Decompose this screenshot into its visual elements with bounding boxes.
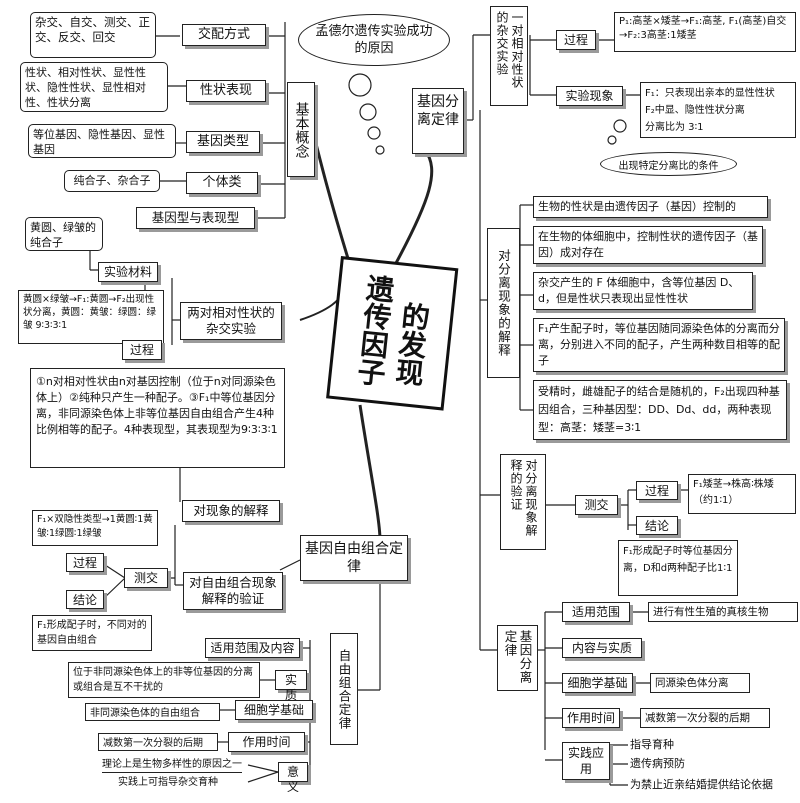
sep-app-label: 实践应用 bbox=[562, 742, 610, 780]
free-explain-text: ①n对相对性状由n对基因控制（位于n对同源染色体上）②纯种只产生一种配子。③F₁… bbox=[30, 368, 285, 468]
sep-scope-label: 适用范围 bbox=[562, 602, 630, 622]
free-time-label: 作用时间 bbox=[228, 732, 305, 752]
cond-cloud: 出现特定分离比的条件 bbox=[600, 152, 737, 176]
mono-process-text: P₁:高茎×矮茎→F₁:高茎, F₁(高茎)自交→F₂:3高茎:1矮茎 bbox=[614, 12, 796, 52]
sep-verify-conclusion-label: 结论 bbox=[636, 516, 678, 535]
sep-verify-conclusion-text: F₁形成配子时等位基因分离，D和d两种配子比1∶1 bbox=[618, 540, 738, 596]
sep-explain-node: 对分离现象的解释 bbox=[487, 228, 520, 378]
free-verify-process-label: 过程 bbox=[66, 553, 104, 572]
dihybrid-process-text: 黄圆×绿皱→F₁:黄圆→F₂出现性状分离，黄圆：黄皱：绿圆：绿皱 9∶3∶3∶1 bbox=[18, 290, 164, 344]
mono-cross-node: 一对相对性状的杂交实验 bbox=[490, 6, 528, 106]
dihybrid-process-label: 过程 bbox=[122, 340, 162, 360]
sep-cyto-label: 细胞学基础 bbox=[562, 673, 633, 693]
sep-verify-node: 对分离现象解释的验证 bbox=[500, 454, 546, 550]
sep-app-3: 为禁止近亲结婚提供结论依据 bbox=[630, 778, 773, 791]
free-testcross: 测交 bbox=[124, 568, 168, 588]
center-title-right: 的发现 bbox=[390, 300, 433, 388]
free-time-text: 减数第一次分裂的后期 bbox=[98, 733, 218, 751]
material-label: 实验材料 bbox=[98, 262, 158, 282]
branch-sep bbox=[393, 149, 434, 266]
geno-label: 基因型与表现型 bbox=[136, 207, 255, 229]
free-scope-label: 适用范围及内容 bbox=[205, 638, 300, 658]
branch-free bbox=[358, 404, 382, 541]
individual-label: 个体类 bbox=[186, 172, 258, 194]
sep-law-node: 基因分离定律 bbox=[412, 88, 464, 154]
free-law-node-2: 自由组合定律 bbox=[330, 633, 358, 745]
sep-time-text: 减数第一次分裂的后期 bbox=[640, 708, 770, 728]
traits-label: 性状表现 bbox=[186, 80, 266, 102]
sep-explain-2: 在生物的体细胞中，控制性状的遗传因子（基因）成对存在 bbox=[533, 226, 763, 264]
sep-app-2: 遗传病预防 bbox=[630, 757, 685, 770]
cloud-reason: 孟德尔遗传实验成功的原因 bbox=[298, 14, 450, 66]
mono-process-label: 过程 bbox=[556, 30, 596, 50]
basic-title: 基本概念 bbox=[293, 101, 310, 158]
sep-scope-text: 进行有性生殖的真核生物 bbox=[648, 602, 798, 622]
sep-time-label: 作用时间 bbox=[562, 708, 620, 728]
mono-phen-label: 实验现象 bbox=[556, 86, 623, 106]
sep-verify-process-label: 过程 bbox=[636, 481, 678, 500]
sep-explain-1: 生物的性状是由遗传因子（基因）控制的 bbox=[533, 196, 768, 218]
sep-verify-process-text: F₁矮茎→株高∶株矮（约1∶1） bbox=[688, 474, 796, 514]
sep-law-node-2: 基因分离定律 bbox=[497, 625, 538, 691]
sep-explain-4: F₁产生配子时，等位基因随同源染色体的分离而分离，分别进入不同的配子，产生两种数… bbox=[533, 318, 785, 372]
genes-label: 基因类型 bbox=[186, 131, 260, 153]
traits-items: 性状、相对性状、显性性状、隐性性状、显性相对性、性状分离 bbox=[20, 62, 168, 112]
free-verify-conclusion-text: F₁形成配子时，不同对的基因自由组合 bbox=[32, 615, 152, 651]
free-essence-text: 位于非同源染色体上的非等位基因的分离或组合是互不干扰的 bbox=[68, 662, 260, 698]
mating-items: 杂交、自交、测交、正交、反交、回交 bbox=[30, 12, 156, 58]
free-meaning-2: 实践上可指导杂交育种 bbox=[118, 777, 218, 788]
free-verify-process-text: F₁×双隐性类型→1黄圆∶1黄皱∶1绿圆∶1绿皱 bbox=[32, 510, 158, 546]
free-essence-label: 实质 bbox=[275, 670, 307, 702]
free-verify-conclusion-label: 结论 bbox=[66, 590, 104, 609]
free-cyto-label: 细胞学基础 bbox=[235, 700, 313, 720]
free-meaning-label: 意义 bbox=[278, 762, 308, 794]
sep-law-title: 基因分离定律 bbox=[417, 94, 459, 128]
dihybrid-label: 两对相对性状的杂交实验 bbox=[180, 302, 282, 340]
sep-explain-5: 受精时，雌雄配子的结合是随机的，F₂出现四种基因组合，三种基因型：DD、Dd、d… bbox=[533, 380, 787, 440]
free-verify-label: 对自由组合现象解释的验证 bbox=[183, 572, 283, 610]
material-text: 黄圆、绿皱的纯合子 bbox=[25, 217, 103, 251]
free-law-title: 基因自由组合定律 bbox=[305, 541, 403, 575]
free-cyto-text: 非同源染色体的自由组合 bbox=[85, 703, 220, 721]
branch-basic bbox=[308, 119, 352, 266]
individual-items: 纯合子、杂合子 bbox=[64, 170, 160, 192]
sep-app-1: 指导育种 bbox=[630, 738, 674, 751]
sep-cyto-text: 同源染色体分离 bbox=[650, 673, 750, 693]
center-title-box: 遗传因子 的发现 bbox=[331, 261, 454, 404]
sep-content-label: 内容与实质 bbox=[562, 638, 642, 658]
free-meaning-1: 理论上是生物多样性的原因之一 bbox=[102, 758, 242, 773]
genes-items: 等位基因、隐性基因、显性基因 bbox=[28, 124, 176, 158]
free-law-node: 基因自由组合定律 bbox=[300, 535, 408, 581]
sep-explain-3: 杂交产生的 F 体细胞中，含等位基因 D、d，但是性状只表现出显性性状 bbox=[533, 272, 753, 310]
cloud-text: 孟德尔遗传实验成功的原因 bbox=[315, 24, 433, 56]
mating-label: 交配方式 bbox=[182, 24, 266, 46]
free-explain-label: 对现象的解释 bbox=[182, 500, 280, 522]
sep-testcross: 测交 bbox=[575, 495, 618, 515]
basic-concept-node: 基本概念 bbox=[287, 82, 315, 177]
